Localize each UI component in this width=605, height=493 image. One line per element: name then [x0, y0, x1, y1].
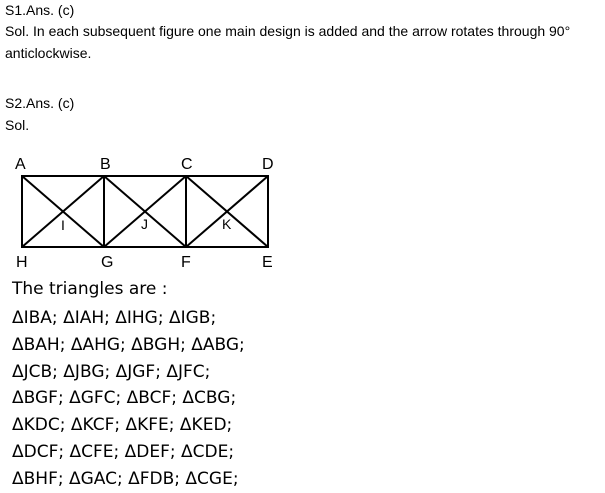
triangles-line: ΔKDC; ΔKCF; ΔKFE; ΔKED; — [12, 415, 233, 436]
figure-line-DF — [185, 175, 269, 248]
label-H: H — [16, 254, 28, 271]
label-I: I — [61, 217, 65, 233]
label-C: C — [181, 156, 193, 173]
triangles-line: ΔBAH; ΔAHG; ΔBGH; ΔABG; — [12, 334, 245, 355]
label-K: K — [222, 216, 232, 232]
label-E: E — [262, 254, 273, 271]
label-B: B — [100, 156, 111, 173]
s1-answer: S1.Ans. (c) — [5, 2, 75, 18]
label-J: J — [141, 216, 148, 232]
label-G: G — [101, 254, 113, 271]
triangles-line: ΔBHF; ΔGAC; ΔFDB; ΔCGE; — [12, 468, 239, 489]
triangles-line: ΔIBA; ΔIAH; ΔIHG; ΔIGB; — [12, 308, 217, 328]
figure-rectangle — [21, 175, 269, 248]
s1-solution-line-2: anticlockwise. — [5, 45, 92, 61]
label-F: F — [181, 254, 191, 271]
triangles-line: ΔDCF; ΔCFE; ΔDEF; ΔCDE; — [12, 441, 235, 462]
figure-line-CG — [103, 175, 187, 248]
triangles-line: ΔJCB; ΔJBG; ΔJGF; ΔJFC; — [12, 361, 211, 382]
figure-line-BH — [21, 175, 105, 248]
triangles-intro: The triangles are : — [12, 279, 168, 299]
s2-solution-label: Sol. — [5, 117, 30, 133]
s1-solution-line-1: Sol. In each subsequent figure one main … — [5, 23, 571, 39]
triangle-figure: A B C D H G F E I J K — [15, 156, 274, 271]
label-A: A — [15, 156, 26, 173]
triangles-line: ΔBGF; ΔGFC; ΔBCF; ΔCBG; — [12, 388, 237, 409]
s2-answer: S2.Ans. (c) — [5, 95, 75, 111]
triangles-list: ΔIBA; ΔIAH; ΔIHG; ΔIGB; ΔBAH; ΔAHG; ΔBGH… — [12, 305, 245, 493]
label-D: D — [262, 156, 274, 173]
